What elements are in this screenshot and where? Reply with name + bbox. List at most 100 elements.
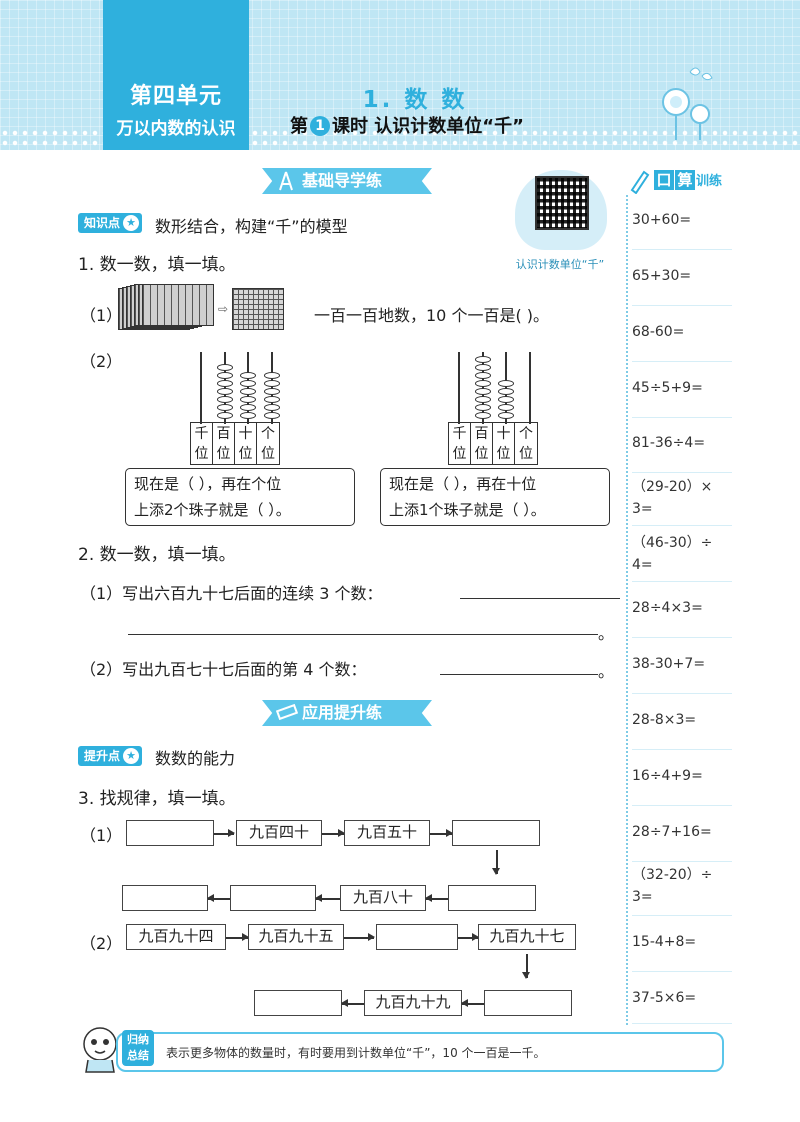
bubble-1-line-1: 现在是（ ），再在个位 [134, 475, 282, 493]
q1-title: 1. 数一数，填一填。 [78, 255, 236, 275]
lesson-number: 1 [310, 116, 330, 136]
flower-decoration-icon [662, 67, 713, 140]
thousand-cube-image [232, 288, 284, 330]
qr-caption: 认识计数单位“千” [515, 258, 605, 271]
improve-tag: 提升点 ★ [78, 746, 143, 766]
unit-title: 第四单元 [129, 84, 222, 109]
arrow-right-icon [322, 830, 345, 836]
arrow-right-icon [226, 934, 249, 940]
knowledge-tag: 知识点 ★ [78, 213, 143, 233]
oral-item: 28÷7+16= [632, 824, 732, 862]
arrow-right-icon [458, 934, 479, 940]
knowledge-text: 数形结合，构建“千”的模型 [155, 217, 348, 236]
arrow-left-icon [461, 1000, 484, 1006]
unit-subtitle: 万以内数的认识 [116, 119, 236, 139]
oral-item: （29-20）× 3= [632, 476, 732, 526]
section-apply-label: 应用提升练 [302, 703, 383, 722]
pencil-icon [630, 170, 650, 194]
arrow-right-icon: ⇨ [218, 302, 229, 316]
oral-item: 37-5×6= [632, 990, 732, 1024]
q3-row1-box-3: 九百五十 [344, 820, 430, 846]
summary-tag: 归纳总结 [122, 1030, 154, 1066]
q3-row4-box-2: 九百九十九 [364, 990, 462, 1016]
q3-row1-box-2: 九百四十 [236, 820, 322, 846]
qr-code-icon[interactable] [535, 176, 589, 230]
abacus-2: 千位 百位 十位 个位 [448, 352, 568, 467]
q3-row2-box-1[interactable] [122, 885, 208, 911]
oral-title: 口算训练 [626, 168, 736, 194]
bubble-1-line-2: 上添2个珠子就是（ ）。 [134, 501, 291, 519]
ruler-icon [275, 702, 299, 726]
summary-text: 表示更多物体的数量时，有时要用到计数单位“千”，10 个一百是一千。 [166, 1046, 546, 1060]
oral-item: 16÷4+9= [632, 768, 732, 806]
q3-row2-box-2[interactable] [230, 885, 316, 911]
compass-icon [276, 170, 296, 194]
bubble-2-line-1: 现在是（ ），再在十位 [389, 475, 537, 493]
knowledge-tag-label: 知识点 [84, 216, 121, 230]
q3-row4-box-1[interactable] [254, 990, 342, 1016]
oral-item: 28-8×3= [632, 712, 732, 750]
place-tens: 十位 [235, 423, 257, 464]
q3-row2-box-3: 九百八十 [340, 885, 426, 911]
oral-item: 30+60= [632, 212, 732, 250]
summary-box [116, 1032, 724, 1072]
q3-row3-box-3[interactable] [376, 924, 458, 950]
q3-row3-box-4: 九百九十七 [478, 924, 576, 950]
abacus-1: 千位 百位 十位 个位 [190, 352, 310, 467]
arrow-right-icon [214, 830, 235, 836]
q2-p1: （1）写出六百九十七后面的连续 3 个数： [80, 584, 383, 603]
q2-p1-blank[interactable] [460, 598, 620, 599]
arrow-down-icon [493, 850, 499, 875]
oral-item: 38-30+7= [632, 656, 732, 694]
place-thousands-2: 千位 [449, 423, 471, 464]
q3-p1-label: （1） [80, 826, 123, 845]
q3-row4-box-3[interactable] [484, 990, 572, 1016]
place-thousands: 千位 [191, 423, 213, 464]
bubble-2: 现在是（ ），再在十位 上添1个珠子就是（ ）。 [380, 468, 610, 526]
baby-mascot-icon [83, 1027, 117, 1073]
q3-row2-box-4[interactable] [448, 885, 536, 911]
oral-item: 65+30= [632, 268, 732, 306]
q1-p1-label: （1） [80, 306, 123, 325]
q1-p1-text: 一百一百地数，10 个一百是( )。 [314, 306, 550, 325]
q2-p1-blank-2[interactable] [128, 634, 598, 635]
unit-box: 第四单元 万以内数的认识 [103, 0, 249, 150]
section-banner-basic: 基础导学练 [262, 168, 432, 194]
oral-item: 15-4+8= [632, 934, 732, 972]
q2-title: 2. 数一数，填一填。 [78, 545, 236, 565]
oral-item: （46-30）÷ 4= [632, 532, 732, 582]
arrow-right-icon [430, 830, 453, 836]
oral-item: 68-60= [632, 324, 732, 362]
section-basic-label: 基础导学练 [302, 171, 383, 190]
q3-row3-box-1: 九百九十四 [126, 924, 226, 950]
arrow-left-icon [207, 895, 230, 901]
arrow-right-icon [344, 934, 375, 940]
oral-column [626, 195, 732, 1025]
place-ones-2: 个位 [519, 426, 533, 462]
place-hundreds: 百位 [213, 423, 235, 464]
hundred-plates-image [118, 284, 216, 330]
oral-item: 28÷4×3= [632, 600, 732, 638]
q2-p2-blank[interactable] [440, 674, 598, 675]
star-icon: ★ [123, 215, 140, 231]
bubble-2-line-2: 上添1个珠子就是（ ）。 [389, 501, 546, 519]
improve-tag-label: 提升点 [84, 749, 121, 763]
q3-row1-box-4[interactable] [452, 820, 540, 846]
q2-p2-end: 。 [598, 662, 615, 681]
oral-title-k2: 算 [675, 170, 695, 190]
lesson-prefix: 第 [290, 116, 308, 137]
oral-item: 81-36÷4= [632, 435, 732, 473]
lesson-rest: 课时 认识计数单位“千” [332, 116, 524, 137]
improve-text: 数数的能力 [155, 749, 236, 768]
arrow-down-icon [523, 954, 529, 979]
q2-p2: （2）写出九百七十七后面的第 4 个数： [80, 660, 367, 679]
place-tens-2: 十位 [493, 423, 515, 464]
bubble-1: 现在是（ ），再在个位 上添2个珠子就是（ ）。 [125, 468, 355, 526]
q3-row1-box-1[interactable] [126, 820, 214, 846]
q1-p2-label: （2） [80, 352, 123, 371]
oral-title-rest: 训练 [696, 174, 723, 189]
section-banner-apply: 应用提升练 [262, 700, 432, 726]
q3-p2-label: （2） [80, 934, 123, 953]
q3-row3-box-2: 九百九十五 [248, 924, 344, 950]
